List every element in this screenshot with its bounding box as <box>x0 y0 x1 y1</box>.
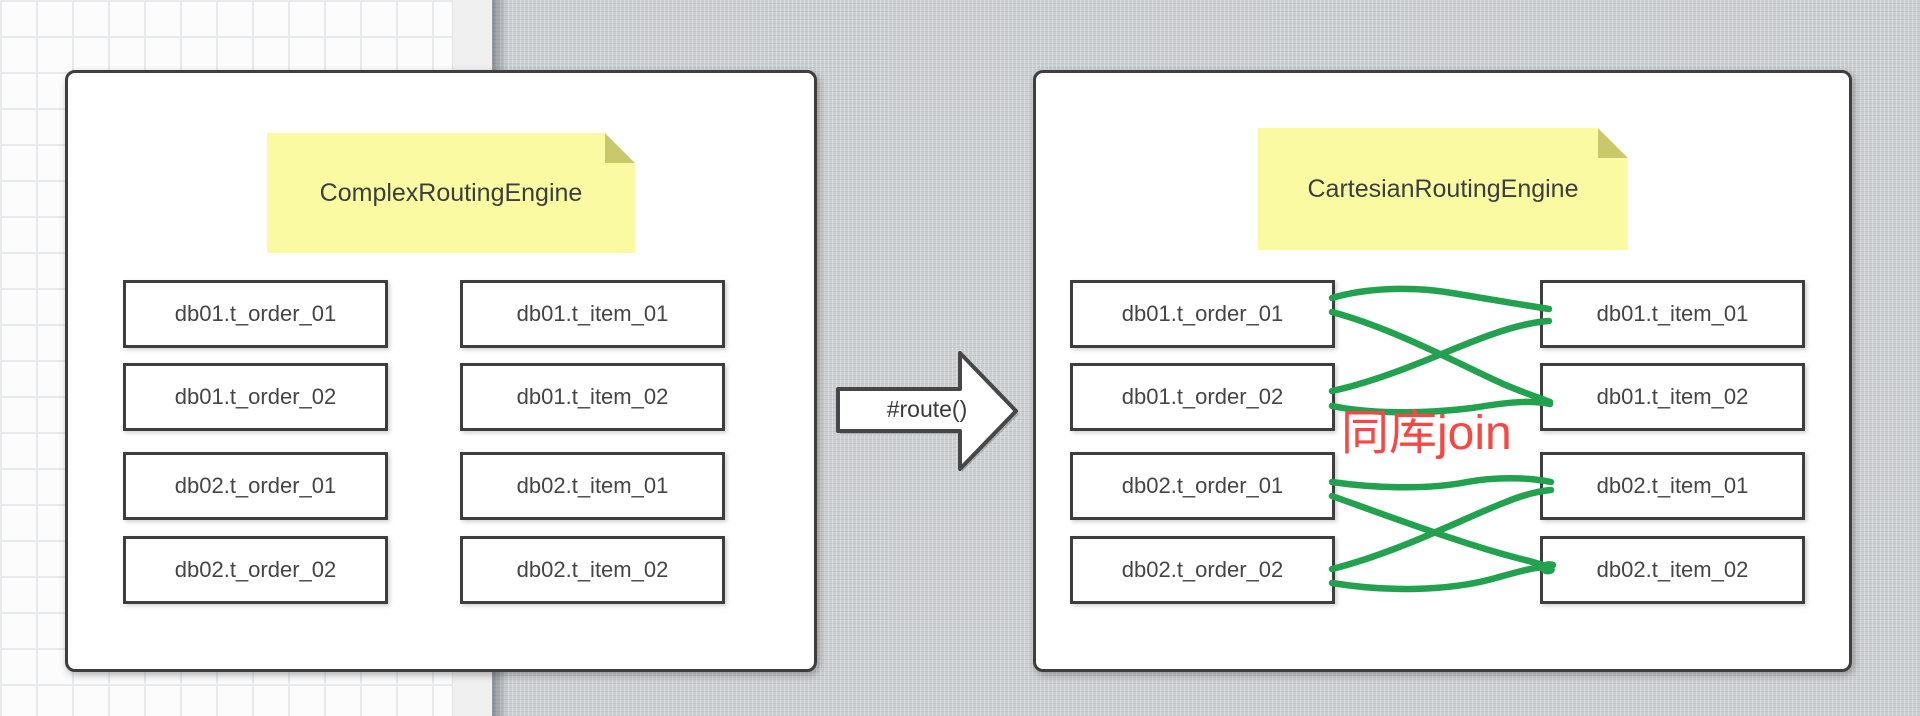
table-box: db02.t_order_02 <box>123 536 388 604</box>
table-label: db02.t_item_02 <box>516 557 669 582</box>
table-label: db02.t_item_01 <box>516 473 669 498</box>
table-box: db01.t_order_01 <box>1070 280 1335 348</box>
table-box: db02.t_item_01 <box>1540 452 1805 520</box>
table-box: db01.t_item_02 <box>1540 363 1805 431</box>
table-label: db01.t_order_01 <box>1121 301 1284 326</box>
table-box: db01.t_item_01 <box>1540 280 1805 348</box>
right-panel-title-note: CartesianRoutingEngine <box>1258 128 1628 250</box>
left-panel-title-note: ComplexRoutingEngine <box>267 133 635 253</box>
table-box: db02.t_order_02 <box>1070 536 1335 604</box>
table-box: db01.t_order_02 <box>1070 363 1335 431</box>
table-label: db01.t_order_02 <box>1121 384 1284 409</box>
table-box: db01.t_item_01 <box>460 280 725 348</box>
table-box: db01.t_order_01 <box>123 280 388 348</box>
left-panel-title: ComplexRoutingEngine <box>319 178 583 207</box>
table-box: db02.t_item_02 <box>1540 536 1805 604</box>
table-label: db02.t_order_02 <box>174 557 337 582</box>
table-label: db01.t_order_02 <box>174 384 337 409</box>
table-box: db02.t_item_01 <box>460 452 725 520</box>
table-label: db02.t_item_02 <box>1596 557 1749 582</box>
table-box: db02.t_item_02 <box>460 536 725 604</box>
table-label: db02.t_order_01 <box>1121 473 1284 498</box>
route-method-label: #route() <box>886 396 968 422</box>
table-box: db02.t_order_01 <box>1070 452 1335 520</box>
right-panel-title: CartesianRoutingEngine <box>1307 174 1579 203</box>
table-label: db01.t_item_01 <box>516 301 669 326</box>
table-label: db01.t_item_01 <box>1596 301 1749 326</box>
table-label: db02.t_order_02 <box>1121 557 1284 582</box>
same-db-join-annotation: 同库join <box>1341 407 1512 460</box>
table-box: db01.t_item_02 <box>460 363 725 431</box>
table-box: db02.t_order_01 <box>123 452 388 520</box>
table-label: db01.t_item_02 <box>1596 384 1749 409</box>
table-label: db02.t_item_01 <box>1596 473 1749 498</box>
table-label: db01.t_order_01 <box>174 301 337 326</box>
table-label: db02.t_order_01 <box>174 473 337 498</box>
table-box: db01.t_order_02 <box>123 363 388 431</box>
table-label: db01.t_item_02 <box>516 384 669 409</box>
